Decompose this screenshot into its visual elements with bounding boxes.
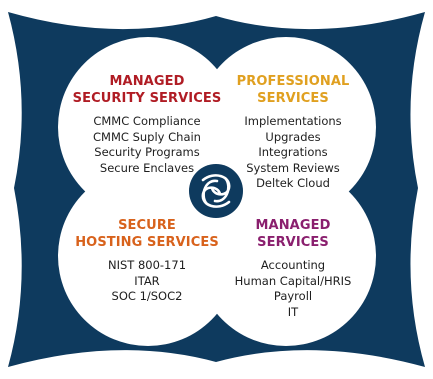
title-line: SECURITY SERVICES: [72, 91, 222, 106]
quadrant-secure-hosting-services: SECURE HOSTING SERVICES NIST 800-171 ITA…: [72, 217, 222, 305]
quadrant-title: SECURE HOSTING SERVICES: [72, 217, 222, 251]
list-item: Payroll: [273, 289, 313, 303]
list-item: Upgrades: [265, 129, 321, 144]
quadrant-items: Accounting Human Capital/HRIS Payroll IT: [226, 258, 360, 320]
title-line: PROFESSIONAL: [236, 74, 350, 89]
list-item: NIST 800-171: [107, 258, 187, 272]
list-item: ITAR: [134, 273, 160, 288]
list-item: Implementations: [244, 114, 342, 128]
title-line: HOSTING SERVICES: [75, 235, 219, 250]
list-item: CMMC Suply Chain: [93, 129, 201, 144]
list-item: IT: [287, 304, 299, 319]
quadrant-title: MANAGED SECURITY SERVICES: [72, 73, 222, 107]
list-item: Human Capital/HRIS: [234, 273, 352, 288]
list-item: Security Programs: [94, 145, 200, 159]
hub: [189, 164, 243, 218]
quadrant-title: MANAGED SERVICES: [226, 217, 360, 251]
title-line: SERVICES: [257, 235, 329, 250]
list-item: CMMC Compliance: [93, 114, 201, 128]
title-line: MANAGED: [255, 218, 331, 233]
quadrant-managed-services: MANAGED SERVICES Accounting Human Capita…: [226, 217, 360, 320]
list-item: SOC 1/SOC2: [111, 289, 183, 303]
title-line: SERVICES: [257, 91, 329, 106]
list-item: Accounting: [260, 258, 326, 272]
title-line: MANAGED: [109, 74, 185, 89]
quadrant-managed-security-services: MANAGED SECURITY SERVICES CMMC Complianc…: [72, 73, 222, 176]
list-item: Integrations: [258, 145, 328, 159]
list-item: Secure Enclaves: [99, 160, 195, 175]
list-item: System Reviews: [246, 160, 340, 175]
quadrant-items: CMMC Compliance CMMC Suply Chain Securit…: [72, 114, 222, 176]
list-item: Deltek Cloud: [256, 176, 330, 190]
interlocking-knot-icon: [201, 174, 231, 208]
quadrant-title: PROFESSIONAL SERVICES: [226, 73, 360, 107]
title-line: SECURE: [118, 218, 176, 233]
quadrant-items: NIST 800-171 ITAR SOC 1/SOC2: [72, 258, 222, 305]
quadrant-professional-services: PROFESSIONAL SERVICES Implementations Up…: [226, 73, 360, 192]
quadrant-items: Implementations Upgrades Integrations Sy…: [226, 114, 360, 192]
